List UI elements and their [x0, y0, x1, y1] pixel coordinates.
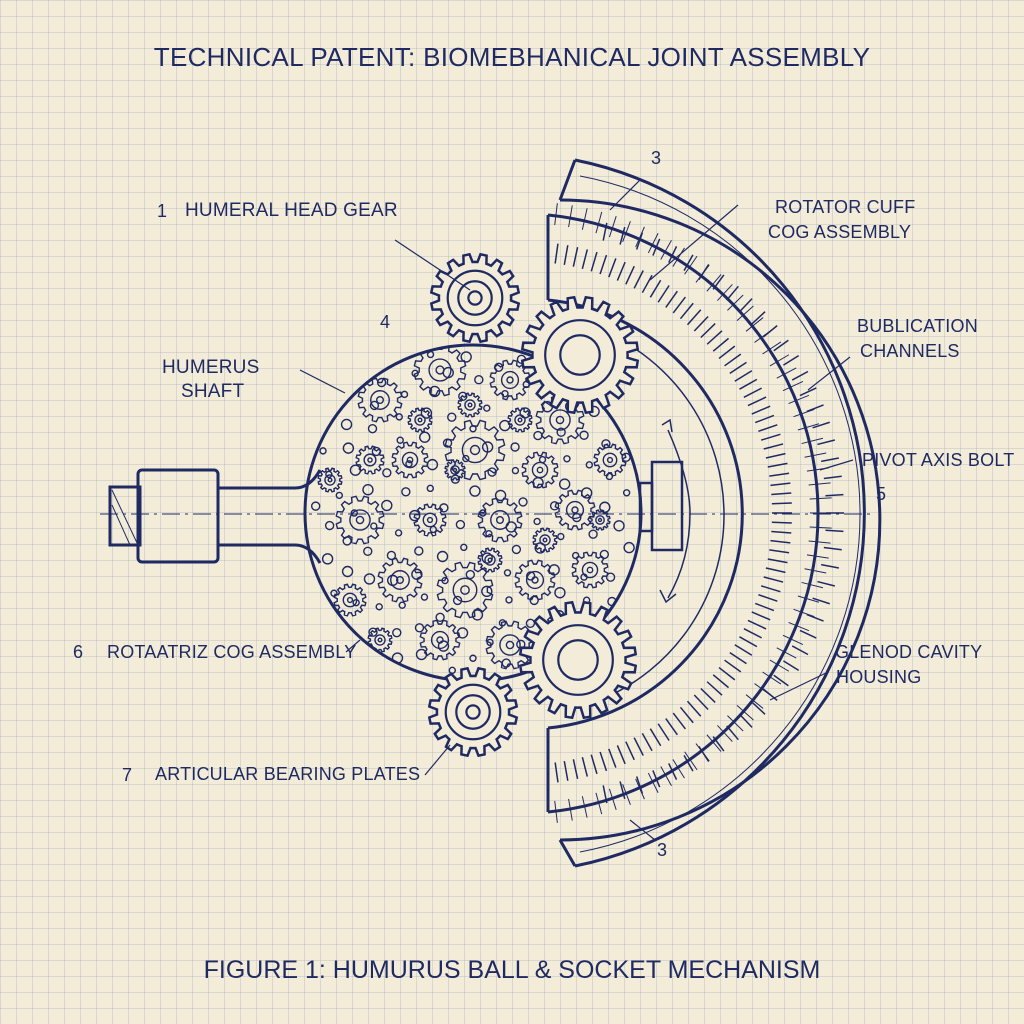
label-rotatriz-cog: ROTAATRIZ COG ASSEMBLY: [107, 642, 357, 662]
label-rotator-line2: COG ASSEMBLY: [768, 222, 912, 242]
humerus-shaft: [108, 468, 322, 564]
label-number-5: 5: [876, 484, 887, 504]
label-articular-plates: ARTICULAR BEARING PLATES: [155, 764, 421, 784]
glenoid-cavity-housing: [554, 158, 882, 868]
pivot-axis-bolt: [638, 460, 684, 552]
label-bublication-line1: BUBLICATION: [857, 316, 978, 336]
label-pivot-bolt: PIVOT AXIS BOLT: [862, 450, 1015, 470]
label-humerus-line1: HUMERUS: [162, 357, 260, 378]
page-title: TECHNICAL PATENT: BIOMEBHANICAL JOINT AS…: [153, 42, 871, 72]
label-glenod-line1: GLENOD CAVITY: [835, 642, 983, 662]
humeral-ball: [303, 343, 643, 683]
humeral-head-gear-top: [429, 252, 521, 344]
label-rotator-line1: ROTATOR CUFF: [775, 197, 916, 217]
label-glenod-line2: HOUSING: [836, 667, 922, 687]
label-humerus-line2: SHAFT: [181, 381, 245, 402]
label-number-7: 7: [122, 765, 133, 785]
label-number-1: 1: [157, 201, 168, 221]
humeral-head-gear-bottom: [427, 666, 519, 758]
label-number-4: 4: [380, 312, 391, 332]
rotator-cog-gear-top: [520, 295, 640, 415]
figure-caption: FIGURE 1: HUMURUS BALL & SOCKET MECHANIS…: [203, 956, 821, 984]
label-humeral-head-gear: HUMERAL HEAD GEAR: [185, 200, 398, 221]
label-number-6: 6: [73, 642, 84, 662]
label-number-3-bottom: 3: [657, 840, 668, 860]
leader-lines: [299, 179, 854, 841]
label-number-3-top: 3: [651, 148, 662, 168]
rotator-cog-gear-bottom: [518, 600, 638, 720]
label-bublication-line2: CHANNELS: [860, 341, 960, 361]
